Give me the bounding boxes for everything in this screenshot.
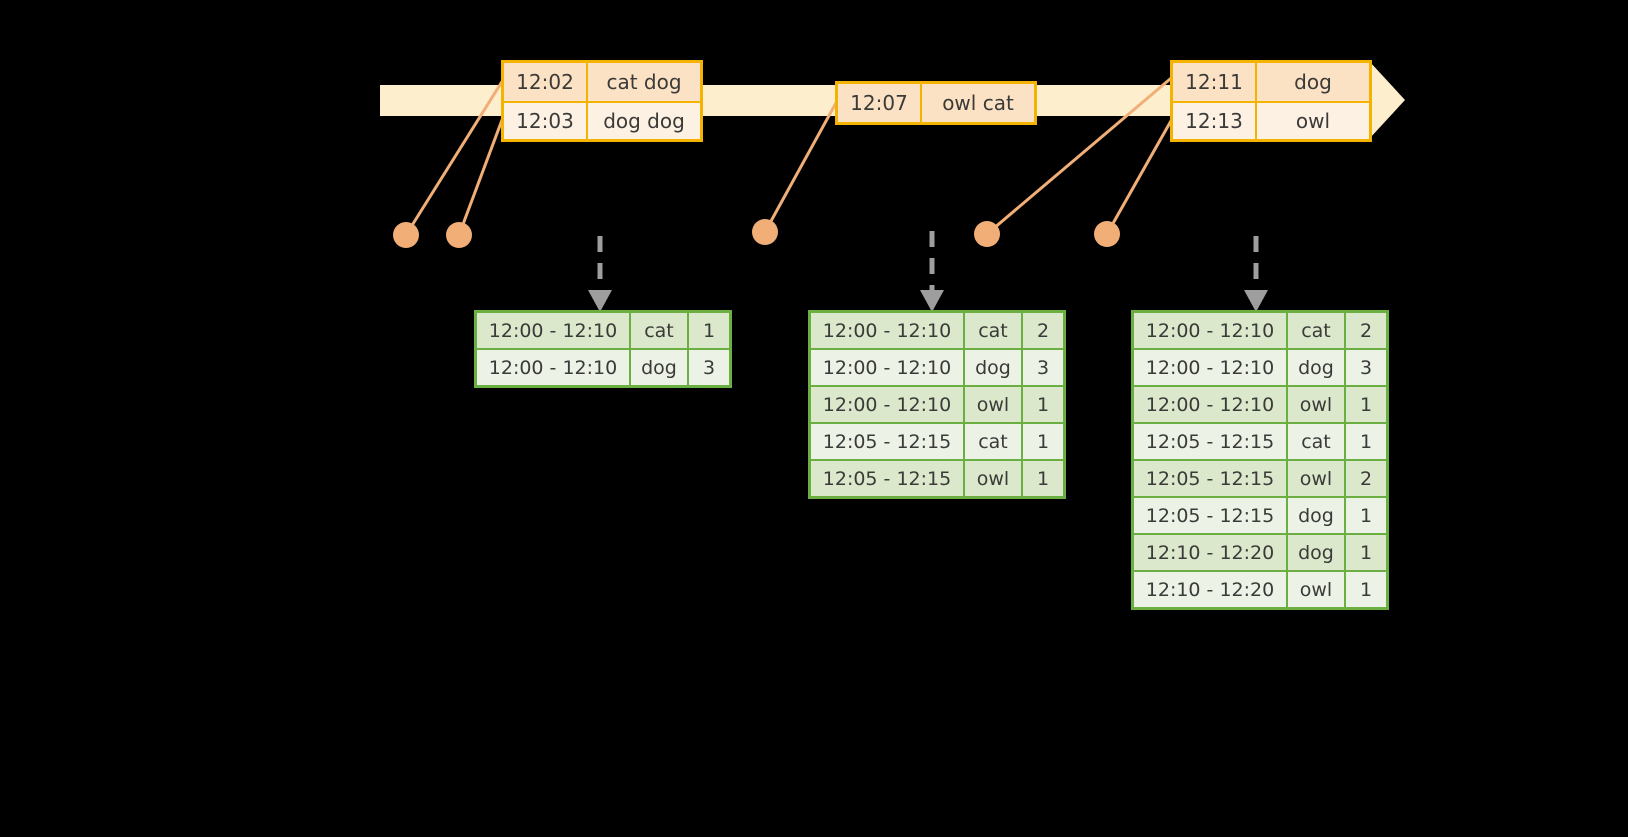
cell-window: 12:05 - 12:15 (1134, 424, 1286, 459)
dashed-arrow-head-2 (920, 290, 944, 312)
cell-count: 2 (1023, 313, 1063, 348)
cell-word: dog (965, 350, 1021, 385)
dashed-arrow-head-1 (588, 290, 612, 312)
event-words: dog dog (603, 109, 685, 133)
leader-line-3 (763, 91, 844, 233)
cell-word: dog (631, 350, 687, 385)
leader-dot-2 (446, 222, 472, 248)
cell-count: 3 (1023, 350, 1063, 385)
event-time: 12:13 (1173, 103, 1257, 139)
cell-count: 2 (1346, 313, 1386, 348)
cell-window: 12:00 - 12:10 (477, 313, 629, 348)
cell-word: dog (1288, 498, 1344, 533)
cell-window: 12:05 - 12:15 (1134, 498, 1286, 533)
dashed-arrow-head-3 (1244, 290, 1268, 312)
event-time: 12:02 (504, 63, 588, 101)
event-group-3[interactable]: 12:11 dog 12:13 owl (1170, 60, 1372, 142)
cell-window: 12:10 - 12:20 (1134, 572, 1286, 607)
cell-window: 12:00 - 12:10 (1134, 350, 1286, 385)
cell-word: cat (631, 313, 687, 348)
event-time: 12:07 (838, 84, 922, 122)
cell-window: 12:00 - 12:10 (811, 313, 963, 348)
cell-window: 12:00 - 12:10 (811, 387, 963, 422)
cell-count: 1 (1023, 387, 1063, 422)
leader-dot-3 (752, 219, 778, 245)
cell-word: cat (965, 313, 1021, 348)
event-row[interactable]: 12:13 owl (1173, 101, 1369, 139)
event-time: 12:11 (1173, 63, 1257, 101)
event-words: owl (1295, 109, 1331, 133)
cell-word: owl (965, 461, 1021, 496)
event-words: cat dog (606, 70, 682, 94)
cell-count: 1 (689, 313, 729, 348)
cell-count: 1 (1346, 498, 1386, 533)
cell-word: owl (965, 387, 1021, 422)
leader-dot-1 (393, 222, 419, 248)
cell-word: cat (1288, 313, 1344, 348)
cell-word: owl (1288, 461, 1344, 496)
event-row[interactable]: 12:02 cat dog (504, 63, 700, 101)
cell-window: 12:00 - 12:10 (477, 350, 629, 385)
event-group-2[interactable]: 12:07 owl cat (835, 81, 1037, 125)
event-group-1[interactable]: 12:02 cat dog 12:03 dog dog (501, 60, 703, 142)
event-row[interactable]: 12:03 dog dog (504, 101, 700, 139)
cell-count: 1 (1346, 387, 1386, 422)
leader-dots (393, 219, 1120, 248)
leader-line-2 (457, 111, 507, 236)
event-words: dog (1294, 70, 1332, 94)
dashed-arrow-heads (588, 290, 1268, 312)
leader-line-1 (404, 71, 510, 236)
event-time: 12:03 (504, 103, 588, 139)
cell-window: 12:05 - 12:15 (811, 424, 963, 459)
cell-word: owl (1288, 572, 1344, 607)
cell-word: dog (1288, 535, 1344, 570)
cell-count: 1 (1346, 424, 1386, 459)
cell-word: cat (965, 424, 1021, 459)
leader-dot-5 (1094, 221, 1120, 247)
cell-window: 12:00 - 12:10 (1134, 387, 1286, 422)
cell-window: 12:00 - 12:10 (811, 350, 963, 385)
cell-word: dog (1288, 350, 1344, 385)
cell-count: 1 (1023, 461, 1063, 496)
cell-window: 12:05 - 12:15 (1134, 461, 1286, 496)
leader-line-5 (1105, 111, 1178, 235)
cell-word: owl (1288, 387, 1344, 422)
event-row[interactable]: 12:07 owl cat (838, 84, 1034, 122)
cell-window: 12:10 - 12:20 (1134, 535, 1286, 570)
cell-count: 2 (1346, 461, 1386, 496)
cell-window: 12:05 - 12:15 (811, 461, 963, 496)
event-words: owl cat (942, 91, 1014, 115)
cell-count: 3 (1346, 350, 1386, 385)
dashed-arrows (597, 231, 1259, 292)
cell-count: 1 (1023, 424, 1063, 459)
cell-count: 1 (1346, 535, 1386, 570)
cell-count: 1 (1346, 572, 1386, 607)
cell-count: 3 (689, 350, 729, 385)
cell-word: cat (1288, 424, 1344, 459)
event-row[interactable]: 12:11 dog (1173, 63, 1369, 101)
cell-window: 12:00 - 12:10 (1134, 313, 1286, 348)
leader-dot-4 (974, 221, 1000, 247)
